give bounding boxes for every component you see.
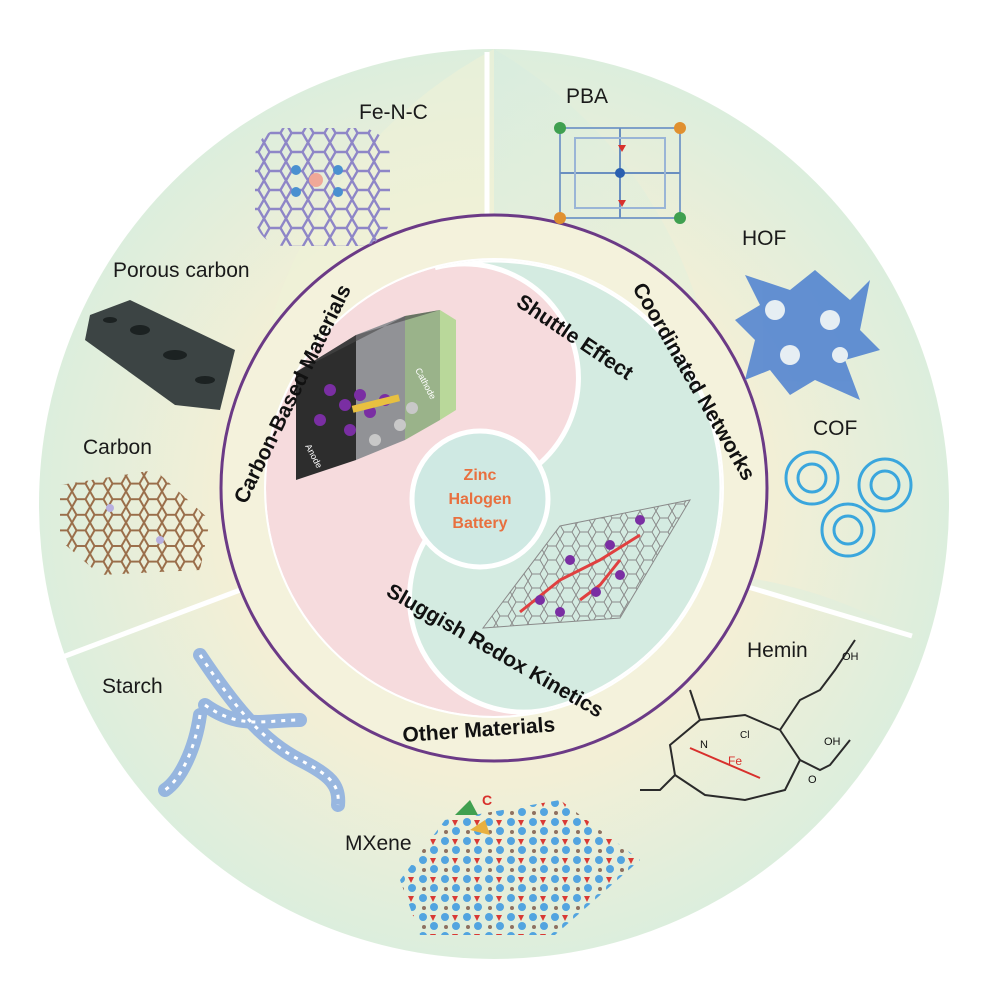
starch-helix-dashes	[164, 654, 340, 806]
porous-carbon-structure	[85, 300, 235, 410]
mxene-c-glyph: C	[482, 792, 492, 808]
pba-label: PBA	[566, 85, 608, 108]
center-line-3: Battery	[452, 515, 507, 532]
hemin-cl-label: Cl	[740, 730, 749, 741]
graphene-sheet	[481, 499, 692, 629]
cof-structure	[784, 450, 913, 558]
hemin-n-label: N	[700, 739, 708, 751]
mxene-structure: C	[400, 792, 640, 935]
fe-n-c-structure	[255, 128, 390, 246]
fe-n-c-label: Fe-N-C	[359, 101, 428, 124]
carbon-label: Carbon	[83, 436, 152, 459]
hof-label: HOF	[742, 227, 786, 250]
pba-structure	[554, 122, 686, 224]
porous-carbon-label: Porous carbon	[113, 259, 250, 282]
hemin-oh1-label: OH	[842, 651, 859, 663]
starch-label: Starch	[102, 675, 163, 698]
center-node: Zinc Halogen Battery	[409, 428, 551, 570]
carbon-structure	[60, 470, 210, 575]
center-line-2: Halogen	[448, 491, 511, 508]
hof-structure	[735, 270, 880, 400]
hemin-o-label: O	[808, 774, 817, 786]
battery-illustration: Anode Cathode	[296, 310, 456, 480]
cof-label: COF	[813, 417, 857, 440]
hemin-oh2-label: OH	[824, 736, 841, 748]
mxene-label: MXene	[345, 832, 412, 855]
hemin-structure	[640, 639, 856, 802]
center-line-1: Zinc	[464, 467, 497, 484]
hemin-fe-label: Fe	[728, 754, 742, 768]
hemin-label: Hemin	[747, 639, 808, 662]
